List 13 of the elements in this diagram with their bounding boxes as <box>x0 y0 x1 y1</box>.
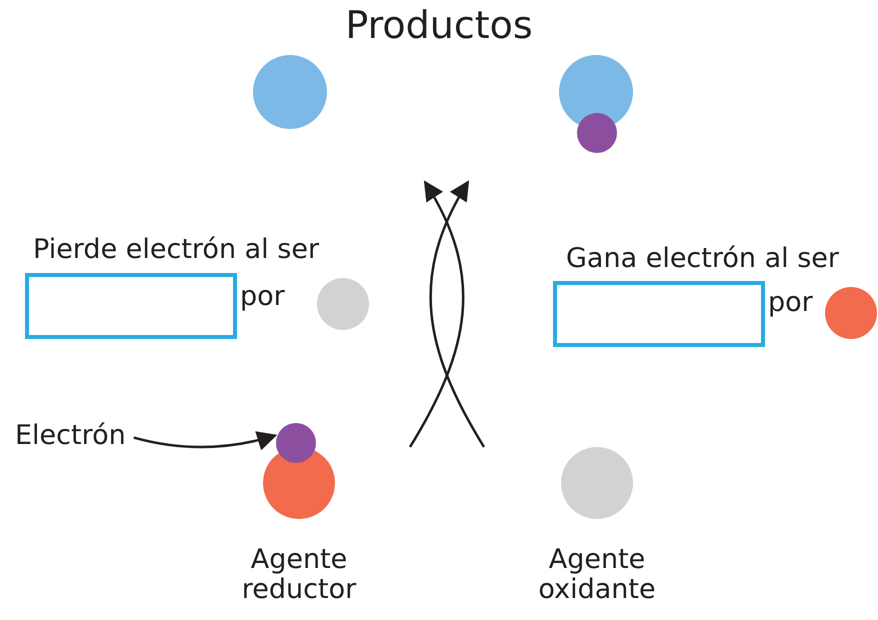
electron-circle <box>577 113 617 153</box>
label-text: por <box>768 287 813 318</box>
label-text: por <box>240 281 285 312</box>
label-text: Electrón <box>15 420 126 452</box>
arrow <box>133 430 278 450</box>
label-text: Pierde electrón al ser <box>33 234 320 266</box>
electron-circle <box>276 423 316 463</box>
atom-circle <box>825 287 877 339</box>
atom-circle <box>317 278 369 330</box>
title: Productos <box>344 4 534 48</box>
label-text: Gana electrón al ser <box>566 243 839 274</box>
caption-text: Agente oxidante <box>537 545 657 606</box>
caption-text: Agente reductor <box>240 545 358 606</box>
